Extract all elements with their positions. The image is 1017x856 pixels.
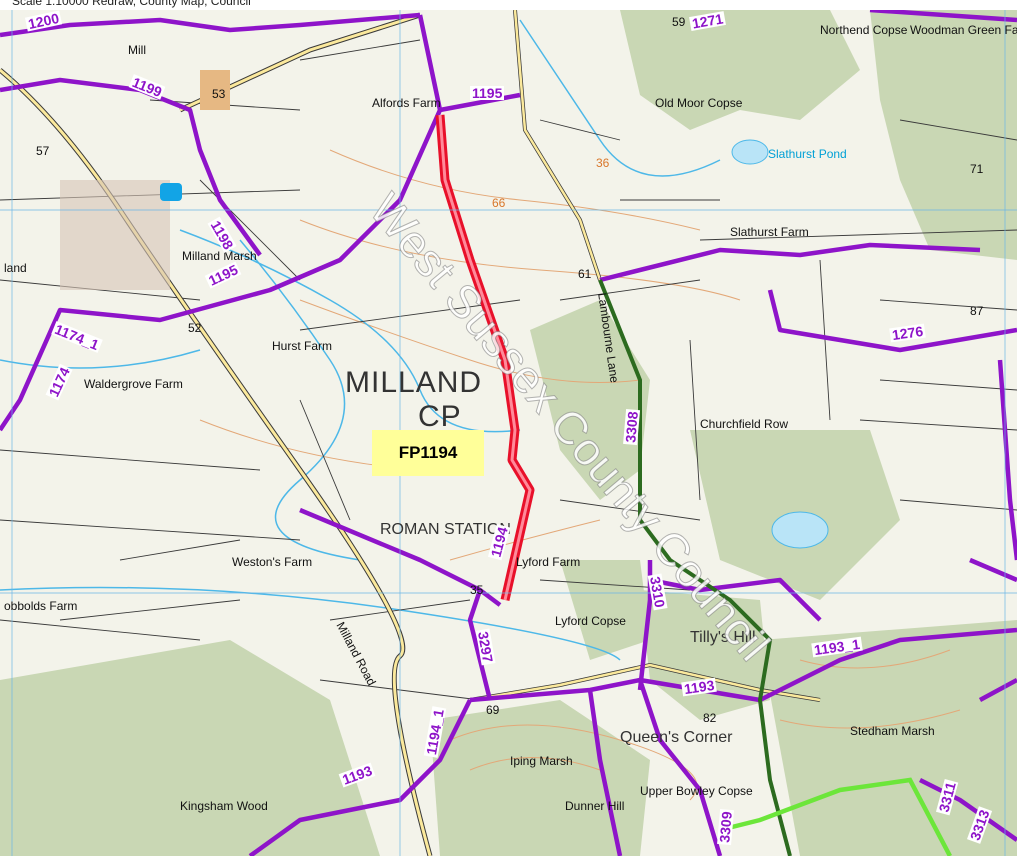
label-cobbolds-farm: obbolds Farm [4,599,78,613]
slathurst-pond-shape [731,139,769,165]
header-strip: Scale 1:10000 Redraw, County Map, Counci… [0,0,1017,10]
fp1194-highlight-label[interactable]: FP1194 [372,430,484,476]
label-northend-copse: Northend Copse [820,23,908,37]
label-milland-cp: MILLAND [345,366,483,399]
cycle-route [719,777,952,856]
spot-height: 87 [970,304,984,318]
label-westons-farm: Weston's Farm [232,555,313,569]
milland-settlement [60,180,170,290]
label-iping-marsh: Iping Marsh [510,754,573,768]
route-label[interactable]: 1195 [470,85,505,101]
spot-height: 57 [36,144,50,158]
spot-height: 61 [578,267,592,281]
route-label[interactable]: 3308 [622,408,641,446]
spot-height: 59 [672,15,686,29]
header-text: Scale 1:10000 Redraw, County Map, Counci… [12,0,251,8]
mill-building [200,70,230,110]
label-churchfield-row: Churchfield Row [700,417,789,431]
spot-height: 69 [486,703,500,717]
spot-height: 53 [212,87,226,101]
label-old-moor-copse: Old Moor Copse [655,96,743,110]
spot-height: 71 [970,162,984,176]
label-alfords-farm: Alfords Farm [372,96,441,110]
subject-footpath-core [438,114,532,601]
label-milland-marsh: Milland Marsh [182,249,257,263]
roads [0,9,821,856]
label-lyford-copse: Lyford Copse [555,614,626,628]
label-mill: Mill [128,43,146,57]
label-dunner-hill: Dunner Hill [565,799,625,813]
label-upper-bowley: Upper Bowley Copse [640,784,753,798]
label-cp: CP [418,400,462,433]
parking-icon [160,183,182,201]
bridleway-network [0,7,1017,856]
label-land: land [4,261,27,275]
spot-height: 82 [703,711,717,725]
label-hurst-farm: Hurst Farm [272,339,332,353]
label-queens-corner: Queen's Corner [620,729,733,746]
label-stedham-marsh: Stedham Marsh [850,724,935,738]
label-woodman-green: Woodman Green Farm [910,23,1017,37]
spot-height: 52 [188,321,202,335]
label-kingsham-wood: Kingsham Wood [180,799,268,813]
label-tillys-hill: Tilly's Hill [690,629,756,646]
spot-height: 66 [492,196,506,210]
byway-3308 [598,279,792,856]
pond-shape [771,511,829,549]
label-roman-station: ROMAN STATION [380,521,511,538]
label-slathurst-farm: Slathurst Farm [730,225,809,239]
label-waldergrove-farm: Waldergrove Farm [84,377,183,391]
route-label[interactable]: 3309 [716,808,735,846]
streams [0,19,721,661]
label-lyford-farm: Lyford Farm [516,555,581,569]
spot-height: 35 [470,583,484,597]
spot-height: 36 [596,156,610,170]
label-slathurst-pond: Slathurst Pond [768,147,847,161]
